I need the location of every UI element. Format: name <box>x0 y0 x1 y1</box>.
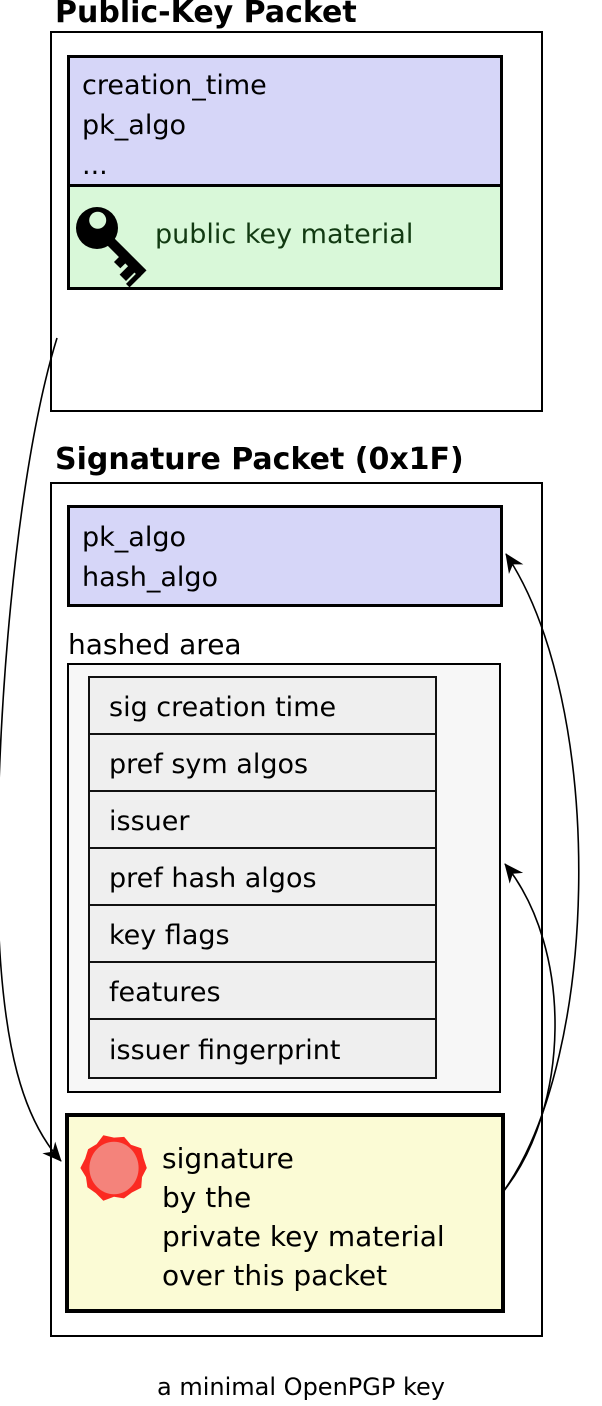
key-icon <box>76 207 147 288</box>
public-key-header-fields: creation_time pk_algo ... <box>70 58 500 187</box>
public-key-packet-title: Public-Key Packet <box>55 0 357 30</box>
subpacket-row: pref hash algos <box>90 849 435 906</box>
public-key-packet-box: creation_time pk_algo ... public key mat… <box>50 31 543 412</box>
subpacket-label: issuer <box>109 806 190 837</box>
public-key-material-label: public key material <box>155 219 414 250</box>
subpacket-row: key flags <box>90 906 435 963</box>
subpacket-row: issuer fingerprint <box>90 1020 435 1077</box>
signature-value-box: signature by the private key material ov… <box>65 1113 505 1313</box>
subpacket-label: features <box>109 977 221 1008</box>
subpacket-list: sig creation time pref sym algos issuer … <box>88 676 437 1079</box>
field-hash-algo: hash_algo <box>82 562 219 593</box>
signature-header-fields: pk_algo hash_algo <box>67 505 503 607</box>
field-ellipsis: ... <box>82 150 108 181</box>
subpacket-label: pref hash algos <box>109 863 317 894</box>
subpacket-label: issuer fingerprint <box>109 1035 341 1066</box>
diagram-caption: a minimal OpenPGP key <box>157 1373 445 1401</box>
public-key-material-section: public key material <box>70 187 500 288</box>
signature-line: by the <box>162 1181 252 1214</box>
subpacket-label: key flags <box>109 920 230 951</box>
subpacket-label: sig creation time <box>109 692 337 723</box>
subpacket-label: pref sym algos <box>109 749 309 780</box>
hashed-area-label: hashed area <box>68 628 242 661</box>
public-key-packet-fields: creation_time pk_algo ... public key mat… <box>67 55 503 290</box>
subpacket-row: pref sym algos <box>90 735 435 792</box>
subpacket-row: sig creation time <box>90 678 435 735</box>
signature-packet-box: pk_algo hash_algo hashed area sig creati… <box>50 482 543 1337</box>
signature-line: over this packet <box>162 1259 388 1292</box>
hashed-area-box: sig creation time pref sym algos issuer … <box>67 663 501 1093</box>
field-pk-algo: pk_algo <box>82 522 186 553</box>
subpacket-row: features <box>90 963 435 1020</box>
field-pk-algo: pk_algo <box>82 110 186 141</box>
seal-icon <box>80 1135 147 1201</box>
signature-line: private key material <box>162 1220 445 1253</box>
field-creation-time: creation_time <box>82 70 267 101</box>
signature-description: signature by the private key material ov… <box>162 1139 445 1295</box>
signature-packet-title: Signature Packet (0x1F) <box>55 442 464 477</box>
signature-line: signature <box>162 1142 294 1175</box>
subpacket-row: issuer <box>90 792 435 849</box>
